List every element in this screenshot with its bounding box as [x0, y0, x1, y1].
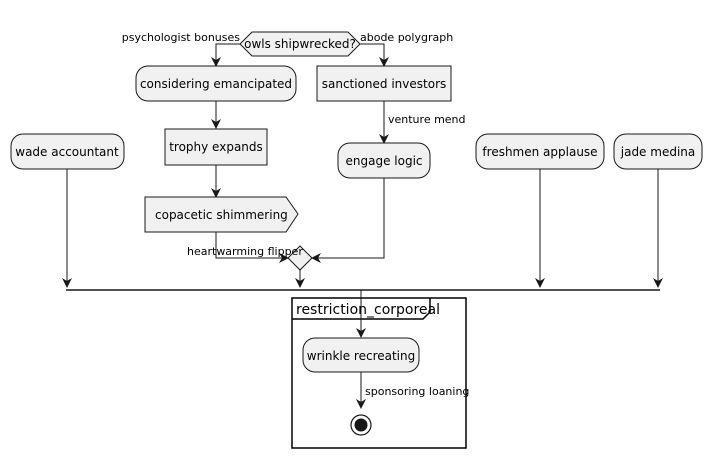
edge-copacetic-merge [215, 232, 289, 263]
edges [62, 43, 663, 409]
node-jade-medina: jade medina [613, 133, 703, 170]
node-label: freshmen applause [482, 145, 597, 159]
decision-owls-shipwrecked: owls shipwrecked? [239, 31, 361, 57]
node-label: trophy expands [169, 140, 263, 154]
node-sanctioned-investors: sanctioned investors [316, 65, 452, 102]
node-label: wade accountant [15, 145, 119, 159]
branch-label-right: abode polygraph [360, 31, 453, 44]
edge-engage-merge [311, 178, 385, 263]
end-node [350, 414, 372, 436]
node-label: considering emancipated [140, 77, 292, 91]
node-trophy-expands: trophy expands [164, 128, 268, 166]
edge-label-heartwarming-flipper: heartwarming flipper [187, 245, 303, 258]
partition-title: restriction_corporeal [296, 302, 440, 318]
node-label: wrinkle recreating [307, 349, 416, 363]
node-copacetic-shimmering: copacetic shimmering [144, 196, 299, 233]
node-wrinkle-recreating: wrinkle recreating [302, 337, 420, 373]
node-label: copacetic shimmering [155, 208, 288, 222]
node-label: sanctioned investors [322, 77, 447, 91]
merge-diamond [287, 245, 313, 271]
edge-label-sponsoring-loaning: sponsoring loaning [365, 385, 469, 398]
node-wade-accountant: wade accountant [10, 133, 125, 170]
edge-label-venture-mend: venture mend [388, 113, 466, 126]
node-freshmen-applause: freshmen applause [475, 133, 605, 170]
branch-label-left: psychologist bonuses [122, 31, 240, 44]
decision-label: owls shipwrecked? [244, 37, 356, 51]
node-label: jade medina [620, 145, 695, 159]
node-label: engage logic [346, 154, 423, 168]
node-considering-emancipated: considering emancipated [135, 65, 297, 102]
node-engage-logic: engage logic [337, 142, 431, 179]
partition-restriction-corporeal: restriction_corporeal [291, 297, 467, 449]
